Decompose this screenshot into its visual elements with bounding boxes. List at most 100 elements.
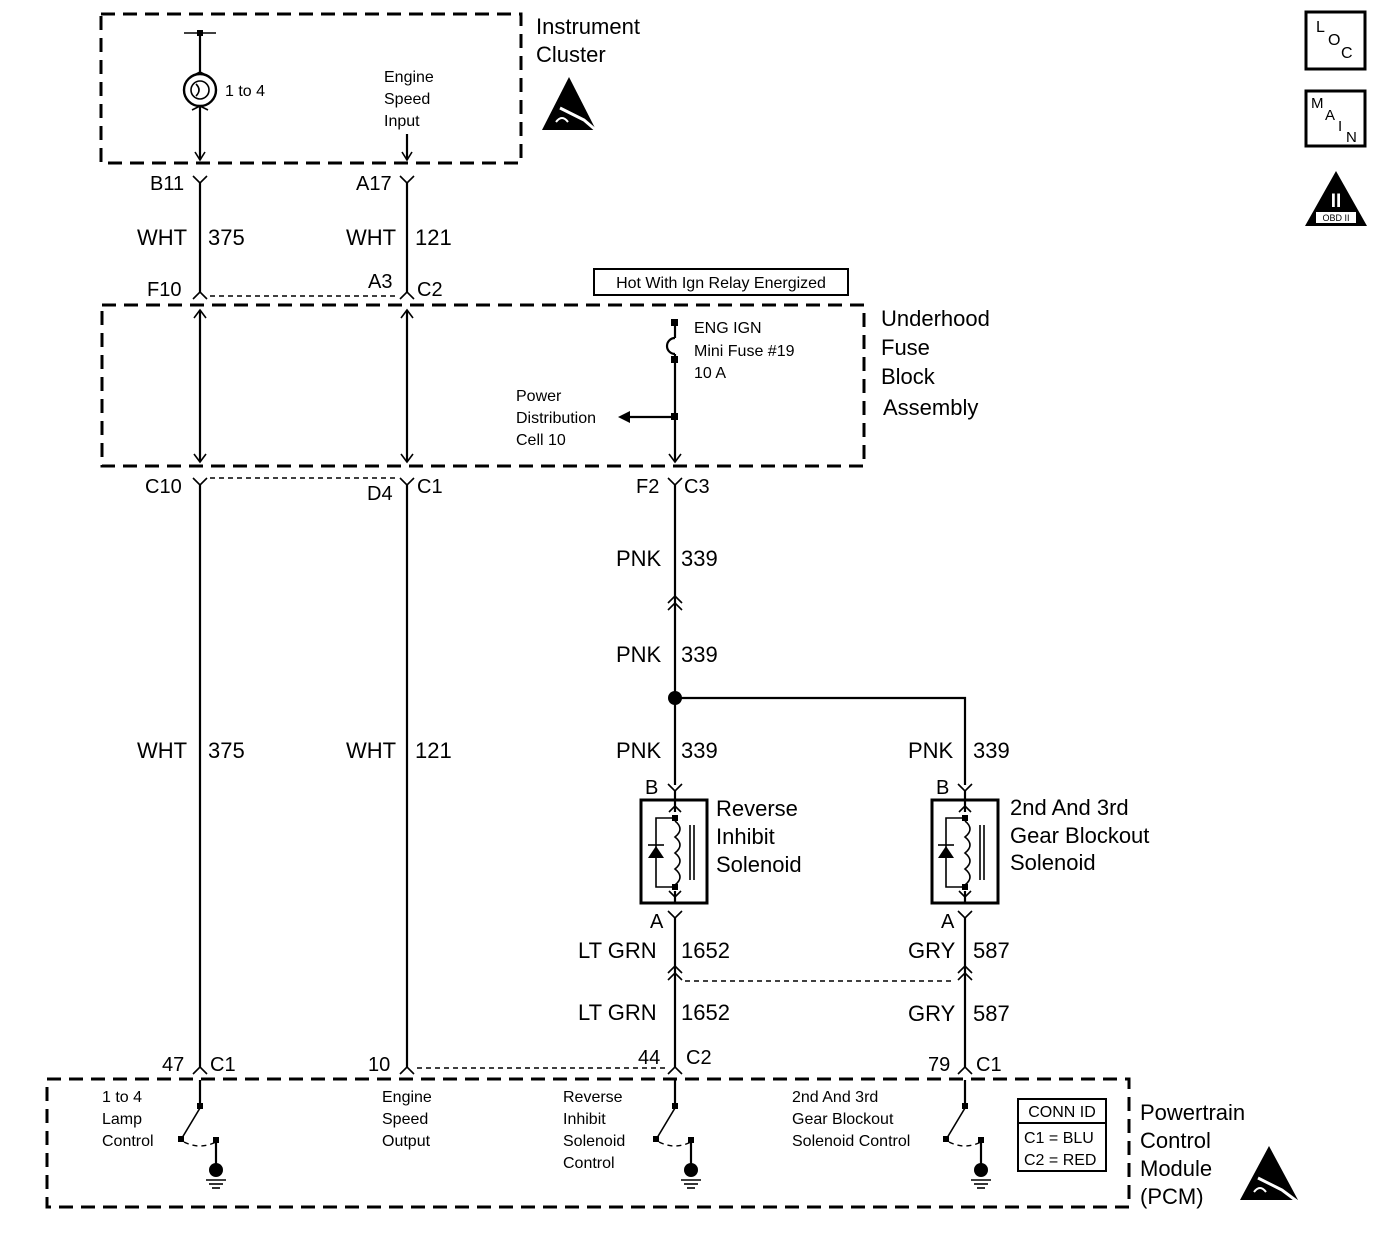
main-badge-a: A — [1325, 107, 1335, 124]
blockout-control-switch-icon — [943, 1080, 991, 1189]
wire-121-upper-color: WHT — [346, 225, 396, 250]
wire-1652-b-num: 1652 — [681, 1000, 730, 1025]
connector-47 — [192, 1065, 208, 1075]
obd-ii-icon — [1305, 171, 1367, 226]
connector-a-gear — [957, 910, 973, 920]
lamp-control-label-3: Control — [102, 1133, 154, 1150]
connector-79 — [957, 1065, 973, 1075]
wire-339-a-color: PNK — [616, 546, 662, 571]
pin-10: 10 — [368, 1054, 390, 1076]
gbs-label-3: Solenoid Control — [792, 1133, 910, 1150]
pdc-label-1: Power — [516, 388, 562, 405]
loc-badge-o: O — [1328, 32, 1340, 49]
instrument-cluster-box — [99, 12, 523, 165]
wire-339-d-color: PNK — [908, 738, 954, 763]
ris-label-1: Reverse — [563, 1089, 623, 1106]
pin-44: 44 — [638, 1047, 660, 1069]
connector-b11 — [192, 175, 208, 185]
pin-47: 47 — [162, 1054, 184, 1076]
pin-c10: C10 — [145, 476, 182, 498]
wire-339-branch — [675, 696, 967, 785]
wire-1652-a-num: 1652 — [681, 938, 730, 963]
pin-c1-a: C1 — [210, 1054, 236, 1076]
conn-id-c1: C1 = BLU — [1024, 1130, 1094, 1147]
connector-a3 — [399, 290, 415, 300]
fuse-label-2: Mini Fuse #19 — [694, 343, 795, 360]
reverse-solenoid-label-3: Solenoid — [716, 852, 802, 877]
connector-f2 — [667, 477, 683, 487]
pin-c1-b: C1 — [976, 1054, 1002, 1076]
reverse-control-switch-icon — [653, 1080, 701, 1189]
wire-339-c-color: PNK — [616, 738, 662, 763]
pin-b11: B11 — [150, 173, 184, 195]
main-badge — [1304, 89, 1367, 148]
indicator-lamp-icon — [182, 30, 218, 162]
blockout-solenoid-label-2: Gear Blockout — [1010, 823, 1149, 848]
pcm-label-3: Module — [1140, 1156, 1212, 1181]
wire-587-a-color: GRY — [908, 938, 956, 963]
wire-339-b-color: PNK — [616, 642, 662, 667]
engine-speed-input-2: Speed — [384, 91, 430, 108]
lamp-control-label-2: Lamp — [102, 1111, 142, 1128]
ris-label-2: Inhibit — [563, 1111, 606, 1128]
wire-121-lower-num: 121 — [415, 738, 452, 763]
fuse-block-label-4: Assembly — [883, 395, 978, 420]
wire-587-b-color: GRY — [908, 1001, 956, 1026]
ris-label-3: Solenoid — [563, 1133, 625, 1150]
instrument-cluster-label-2: Cluster — [536, 42, 606, 67]
wire-339-c-num: 339 — [681, 738, 718, 763]
pin-a3: A3 — [368, 271, 392, 293]
connector-b-gear — [957, 783, 973, 793]
reverse-solenoid-icon — [639, 791, 709, 905]
conn-id-box — [1017, 1098, 1107, 1172]
main-badge-m: M — [1311, 95, 1324, 112]
esd-warning-icon — [542, 77, 599, 134]
pin-a-gear: A — [941, 911, 955, 933]
wire-375-lower-num: 375 — [208, 738, 245, 763]
loc-badge — [1304, 10, 1367, 71]
blockout-solenoid-label-3: Solenoid — [1010, 850, 1096, 875]
pin-a-rev: A — [650, 911, 664, 933]
pin-f2: F2 — [636, 476, 659, 498]
pin-a17: A17 — [356, 173, 392, 195]
fuse-label-3: 10 A — [694, 365, 726, 382]
obd-ii-numeral: II — [1331, 191, 1342, 212]
pin-79: 79 — [928, 1054, 950, 1076]
wire-375-upper-color: WHT — [137, 225, 187, 250]
instrument-cluster-label-1: Instrument — [536, 14, 640, 39]
wire-339-a-num: 339 — [681, 546, 718, 571]
wire-1652-b-color: LT GRN — [578, 1000, 657, 1025]
pcm-label-2: Control — [1140, 1128, 1211, 1153]
connector-10 — [399, 1065, 415, 1075]
fuse-block-box — [100, 303, 866, 468]
fuse-block-label-1: Underhood — [881, 306, 990, 331]
fuse-block-label-3: Block — [881, 364, 936, 389]
pdc-label-2: Distribution — [516, 410, 596, 427]
pdc-label-3: Cell 10 — [516, 432, 566, 449]
pin-b-gear: B — [936, 777, 949, 799]
engine-speed-input-1: Engine — [384, 69, 434, 86]
pin-c2-top: C2 — [417, 279, 443, 301]
wire-1652-a-color: LT GRN — [578, 938, 657, 963]
connector-a17 — [399, 175, 415, 185]
wire-375-lower-color: WHT — [137, 738, 187, 763]
connector-c10 — [192, 477, 208, 487]
engine-speed-input-3: Input — [384, 113, 420, 130]
reverse-solenoid-label-1: Reverse — [716, 796, 798, 821]
eso-label-3: Output — [382, 1133, 431, 1150]
esd-warning-icon-pcm — [1240, 1146, 1299, 1204]
wire-121-lower-color: WHT — [346, 738, 396, 763]
loc-badge-l: L — [1316, 19, 1325, 36]
main-badge-i: I — [1338, 118, 1342, 135]
pin-c2-bot: C2 — [686, 1047, 712, 1069]
wire-339-d-num: 339 — [973, 738, 1010, 763]
fuse-label-1: ENG IGN — [694, 320, 762, 337]
eso-label-2: Speed — [382, 1111, 428, 1128]
wire-375-upper-num: 375 — [208, 225, 245, 250]
pin-f10: F10 — [147, 279, 181, 301]
wire-339-b-num: 339 — [681, 642, 718, 667]
pcm-label-1: Powertrain — [1140, 1100, 1245, 1125]
conn-id-title: CONN ID — [1028, 1104, 1096, 1121]
main-badge-n: N — [1346, 129, 1357, 146]
hot-label-box — [593, 268, 849, 296]
